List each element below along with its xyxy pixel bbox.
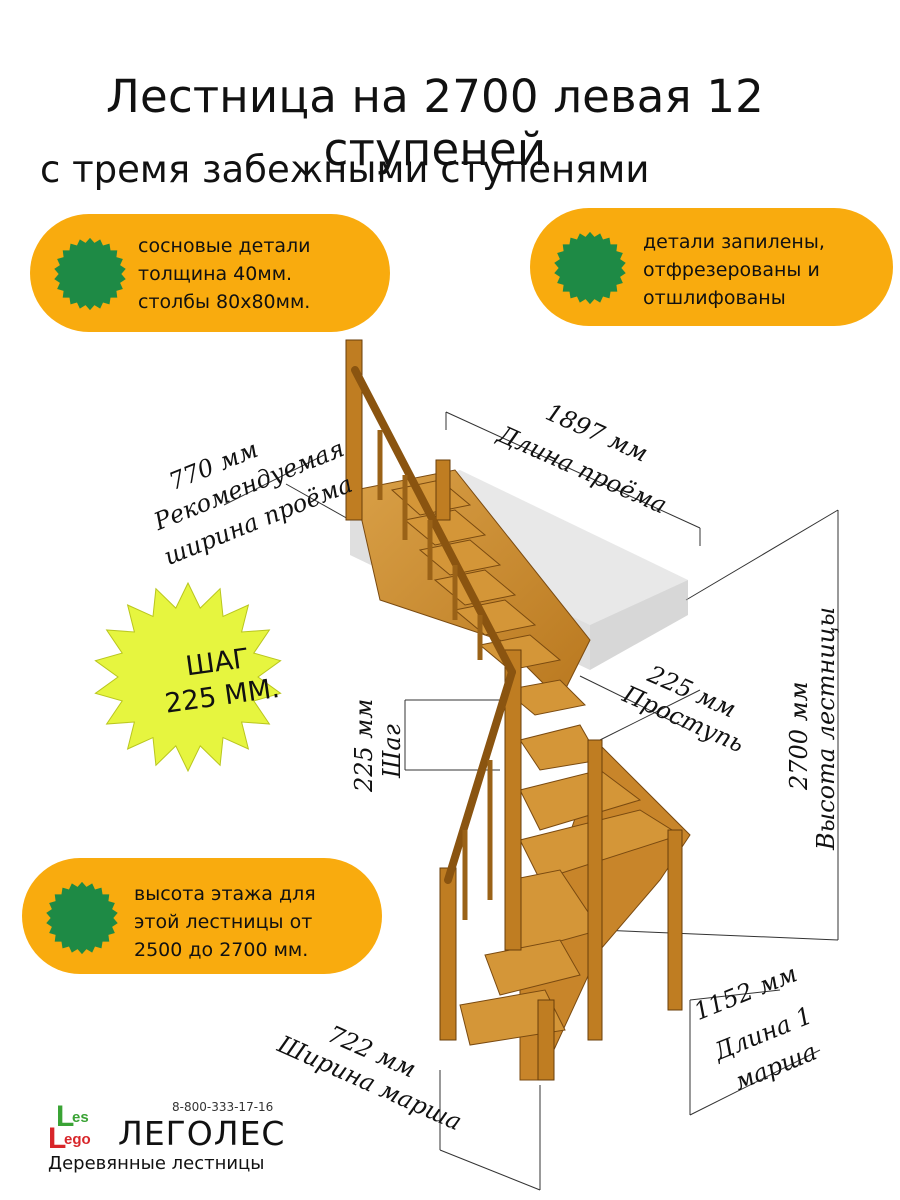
seal-icon	[554, 231, 626, 305]
feature-line: столбы 80х80мм.	[138, 291, 311, 313]
height-value: 2700 мм	[785, 681, 813, 790]
feature-line: сосновые детали	[138, 235, 311, 257]
feature-line: 2500 до 2700 мм.	[134, 939, 309, 961]
handrails	[351, 366, 516, 884]
brand-tagline: Деревянные лестницы	[48, 1153, 265, 1174]
step-burst-icon	[94, 582, 282, 772]
feature-line: высота этажа для	[134, 883, 316, 905]
step-value: 225 мм	[350, 698, 378, 792]
svg-text:es: es	[72, 1109, 89, 1126]
brand-phone: 8-800-333-17-16	[172, 1100, 274, 1114]
step-label: Шаг	[378, 724, 406, 778]
brand-name: ЛЕГОЛЕС	[118, 1114, 286, 1153]
feature-text: сосновые детали толщина 40мм. столбы 80х…	[138, 232, 311, 316]
feature-text: высота этажа для этой лестницы от 2500 д…	[134, 880, 316, 964]
svg-text:ego: ego	[64, 1131, 91, 1148]
feature-line: этой лестницы от	[134, 911, 313, 933]
feature-badge-processing: детали запилены, отфрезерованы и отшлифо…	[530, 208, 893, 326]
seal-icon	[54, 237, 126, 311]
feature-line: детали запилены,	[643, 231, 825, 253]
feature-badge-material: сосновые детали толщина 40мм. столбы 80х…	[30, 214, 390, 332]
feature-line: отфрезерованы и	[643, 259, 820, 281]
svg-text:L: L	[56, 1100, 74, 1133]
treads	[390, 479, 682, 1046]
seal-icon	[46, 881, 118, 955]
feature-line: отшлифованы	[643, 287, 786, 309]
leoles-logo: L es L ego	[48, 1100, 91, 1150]
feature-text: детали запилены, отфрезерованы и отшлифо…	[643, 228, 825, 312]
svg-text:L: L	[48, 1122, 66, 1150]
height-label: Высота лестницы	[812, 606, 840, 850]
page-subtitle: с тремя забежными ступенями	[40, 148, 650, 191]
page-title: Лестница на 2700 левая 12 ступеней	[106, 70, 764, 176]
feature-line: толщина 40мм.	[138, 263, 293, 285]
feature-badge-floor-height: высота этажа для этой лестницы от 2500 д…	[22, 858, 382, 974]
balusters	[377, 430, 493, 920]
